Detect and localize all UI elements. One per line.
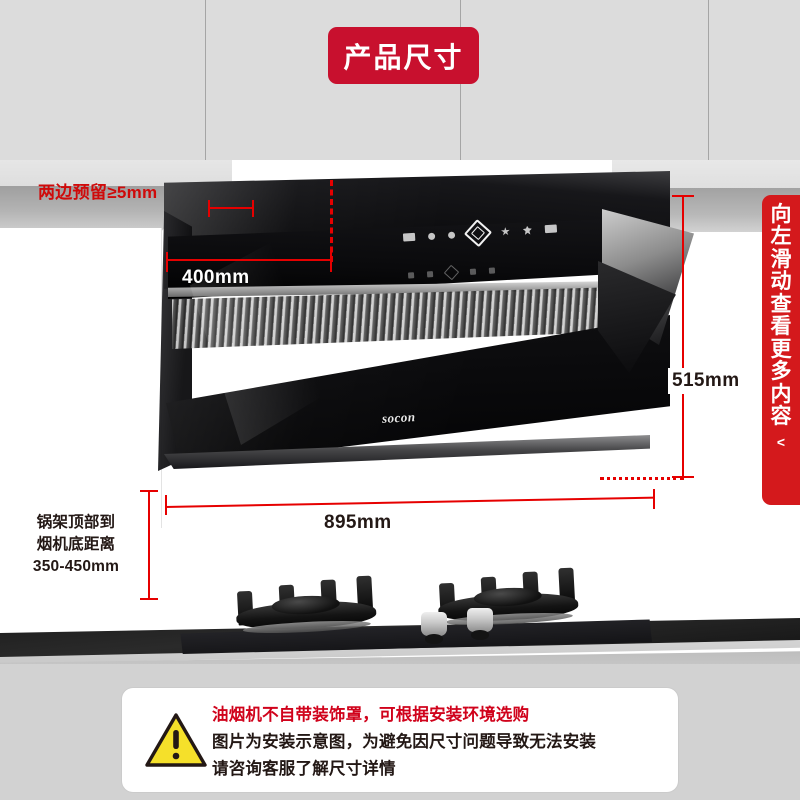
page-title-badge: 产品尺寸	[328, 27, 479, 84]
wall-seam-right	[708, 0, 709, 200]
depth-guide-dashed	[330, 180, 333, 262]
wall-seam-left	[205, 0, 206, 200]
notice-line-2: 图片为安装示意图，为避免因尺寸问题导致无法安装	[212, 733, 597, 751]
hob-gap-label-line3: 350-450mm	[32, 558, 120, 575]
reflect-icon-2	[426, 270, 434, 277]
height-label: 515mm	[668, 368, 744, 394]
hob-gap-label-line2: 烟机底距离	[36, 536, 116, 553]
fan-icon[interactable]	[523, 225, 533, 235]
cooktop-burner-right	[437, 567, 579, 629]
depth-tick-left	[166, 252, 168, 272]
display-icon[interactable]	[544, 224, 558, 234]
page-title: 产品尺寸	[343, 41, 464, 73]
height-dimline	[682, 195, 684, 478]
width-tick-right	[653, 489, 655, 509]
wall-seam-center	[460, 0, 461, 200]
installation-notice: 油烟机不自带装饰罩，可根据安装环境选购 图片为安装示意图，为避免因尺寸问题导致无…	[122, 688, 678, 792]
depth-tick-right	[330, 252, 332, 272]
reflect-icon-3	[469, 268, 477, 275]
notice-line-1: 油烟机不自带装饰罩，可根据安装环境选购	[212, 706, 530, 724]
power-icon[interactable]	[402, 232, 416, 242]
hob-gap-label: 锅架顶部到 烟机底距离 350-450mm	[14, 512, 138, 578]
slide-left-tab-label: 向左滑动查看更多内容	[770, 203, 792, 429]
notice-line-3: 请咨询客服了解尺寸详情	[212, 760, 396, 778]
reflect-icon-1	[407, 271, 415, 279]
chevron-left-icon: <	[776, 433, 786, 450]
side-clearance-tick-right	[252, 200, 254, 217]
warning-triangle-icon	[140, 712, 212, 768]
timer-icon[interactable]	[447, 230, 456, 239]
notice-text-block: 油烟机不自带装饰罩，可根据安装环境选购 图片为安装示意图，为避免因尺寸问题导致无…	[212, 701, 596, 779]
side-clearance-label: 两边预留≥5mm	[38, 183, 158, 202]
range-hood: socon	[150, 165, 694, 495]
left-cabinet-face	[0, 160, 232, 186]
hob-gap-dimline	[148, 490, 150, 600]
width-label: 895mm	[324, 512, 392, 533]
hob-gap-tick-top	[140, 490, 158, 492]
height-guide-dotted	[600, 477, 684, 480]
depth-label: 400mm	[182, 267, 250, 288]
slide-left-tab[interactable]: 向左滑动查看更多内容 <	[762, 195, 800, 505]
clean-icon[interactable]	[501, 227, 511, 237]
cooktop-knob-right[interactable]	[467, 608, 493, 640]
brand-logo: socon	[381, 409, 416, 426]
cooktop-knob-left[interactable]	[421, 612, 447, 644]
depth-dimline	[166, 259, 332, 261]
hob-gap-label-line1: 锅架顶部到	[36, 514, 116, 531]
side-clearance-dimline	[208, 207, 254, 209]
hob-gap-tick-bottom	[140, 598, 158, 600]
left-cabinet-body	[0, 228, 162, 528]
cooktop-burner-left	[235, 575, 377, 637]
light-icon[interactable]	[427, 232, 436, 240]
reflect-icon-4	[488, 266, 496, 274]
